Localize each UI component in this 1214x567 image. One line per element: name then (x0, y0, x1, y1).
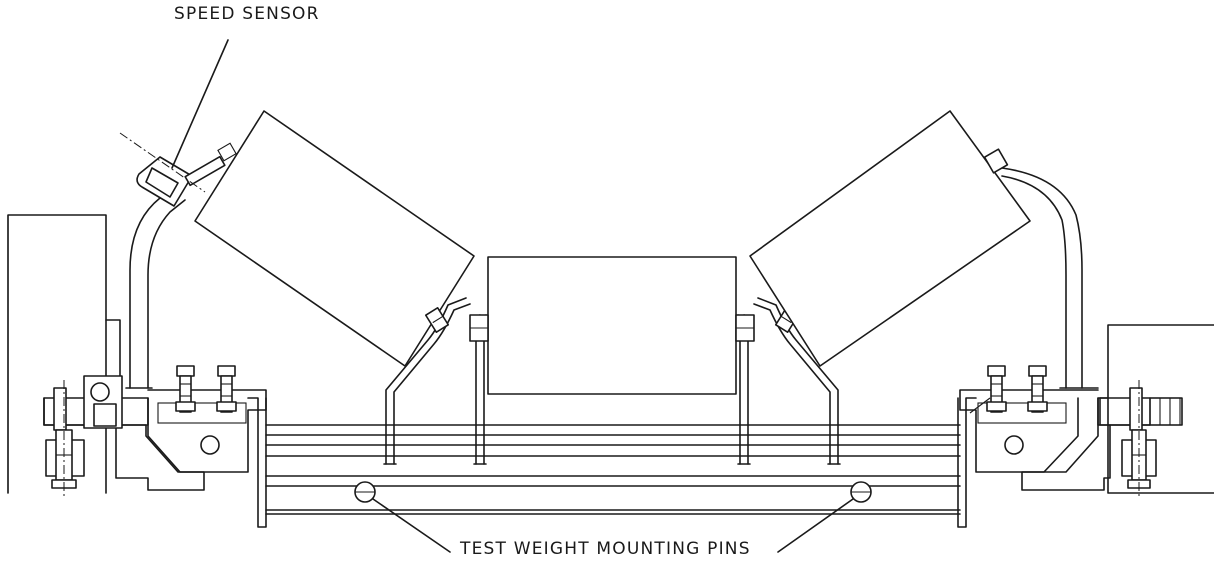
left-wing-roller-support-arm (125, 185, 186, 389)
center-roller (487, 256, 737, 395)
speed-sensor (119, 39, 237, 207)
right-load-cell-assembly (1121, 380, 1181, 496)
left-roller-bracket-wire (383, 297, 489, 465)
right-wing-roller-support-arm (983, 148, 1099, 389)
right-roller-bracket-wire (735, 297, 841, 465)
test-weight-mounting-pins (354, 481, 872, 503)
right-side-frame-box (1099, 324, 1214, 494)
left-bolts (175, 365, 237, 413)
right-bolts (986, 365, 1048, 413)
left-load-cell-assembly (45, 375, 123, 496)
left-mounting-bracket (43, 389, 267, 528)
test-weight-mounting-pins-label: TEST WEIGHT MOUNTING PINS (460, 539, 751, 559)
left-wing-roller (194, 110, 475, 367)
pin-leader-lines (372, 498, 854, 553)
left-side-frame-box (7, 214, 121, 494)
speed-sensor-label: SPEED SENSOR (174, 4, 320, 24)
center-frame-channel (265, 424, 961, 515)
right-wing-roller (749, 110, 1031, 367)
